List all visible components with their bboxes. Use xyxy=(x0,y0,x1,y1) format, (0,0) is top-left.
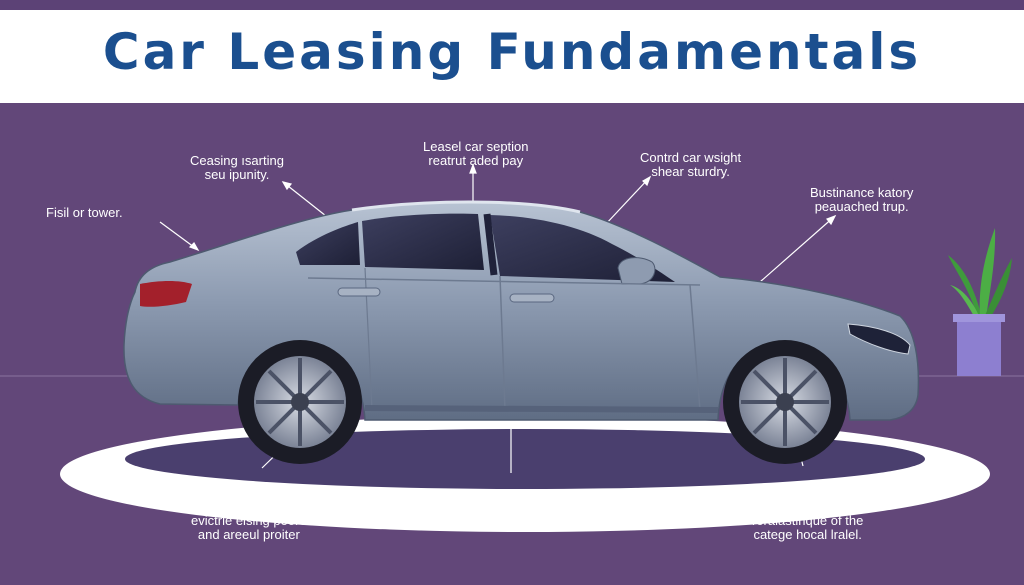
label-rear-roof: Ceasing ısarting seu ipunity. xyxy=(190,153,284,182)
middle-window xyxy=(362,213,484,270)
label-front-wheel: Leading car aetaly roraiastinque of the … xyxy=(752,499,864,542)
side-mirror xyxy=(617,257,656,285)
headlight xyxy=(847,323,911,355)
label-underbody: Larserating tatre canse postivent xyxy=(458,487,553,516)
label-rear-fender: Fisil or tower. xyxy=(46,205,123,220)
front-door-handle xyxy=(509,293,555,303)
title-banner xyxy=(0,0,1024,103)
tail-light xyxy=(140,281,192,307)
potted-plant xyxy=(948,228,1012,376)
label-windshield: Contrd car wsight shear sturdry. xyxy=(640,150,742,179)
rear-window xyxy=(296,222,360,265)
label-roof: Leasel car seption reatrut aded pay xyxy=(423,139,529,168)
front-wheel xyxy=(723,340,847,464)
label-hood: Bustinance katory peauached trup. xyxy=(810,185,914,214)
label-rear-wheel: Cuflatd instoing parfunt evictrle eising… xyxy=(182,499,316,542)
rear-door-handle xyxy=(337,287,381,297)
rear-wheel xyxy=(238,340,362,464)
page-title: Car Leasing Fundamentals xyxy=(102,23,922,81)
